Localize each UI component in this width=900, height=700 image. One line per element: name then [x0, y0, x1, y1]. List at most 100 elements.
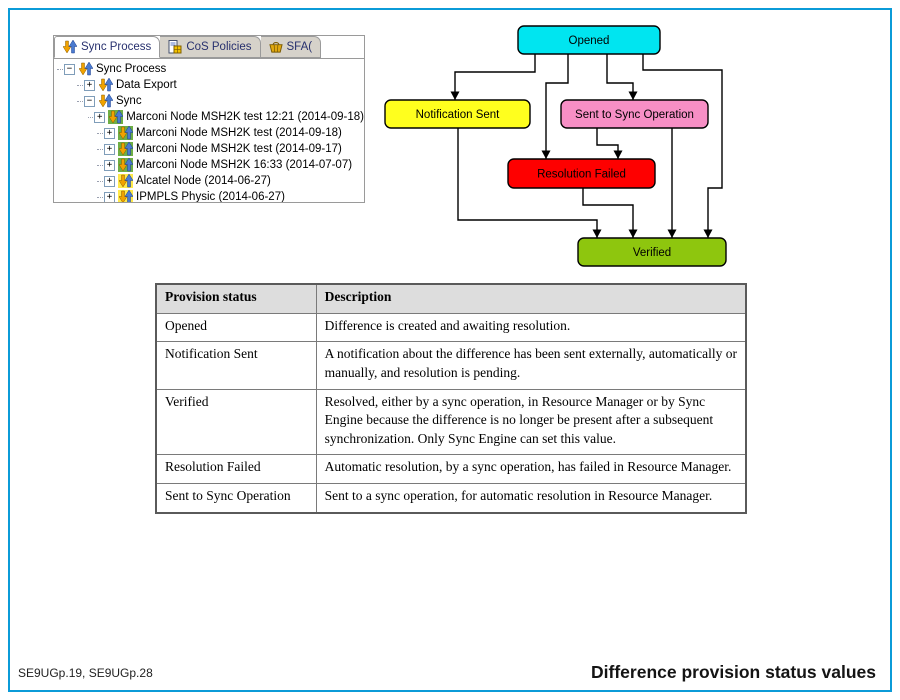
tab-sync-process[interactable]: Sync Process	[54, 36, 161, 58]
tree-node-marconi-node-msh2k-16-33-2014-07-07[interactable]: +Marconi Node MSH2K 16:33 (2014-07-07)	[57, 157, 364, 173]
sync-arrows-icon	[98, 94, 113, 108]
state-box	[577, 237, 727, 267]
tree-node-data-export[interactable]: +Data Export	[57, 77, 364, 93]
state-box	[384, 99, 531, 129]
sync-process-tree: −Sync Process+Data Export−Sync+Marconi N…	[54, 59, 364, 203]
sync-arrows-icon	[118, 142, 133, 156]
edge-resolution-failed-to-verified	[582, 188, 634, 238]
status-cell: Notification Sent	[155, 341, 317, 390]
tree-node-marconi-node-msh2k-test-2014-09-18[interactable]: + Marconi Node MSH2K test (2014-09-18)	[57, 125, 364, 141]
expand-toggle-icon[interactable]: +	[104, 191, 115, 202]
tree-indent	[57, 149, 97, 150]
tree-connector	[97, 132, 103, 134]
sync-arrows-icon	[108, 110, 124, 124]
tree-connector	[77, 84, 83, 86]
state-sent-to-sync-operation: Sent to Sync Operation	[560, 99, 709, 129]
description-cell: Automatic resolution, by a sync operatio…	[315, 454, 747, 484]
state-verified: Verified	[577, 237, 727, 267]
tree-indent	[57, 101, 77, 102]
tree-node-marconi-node-msh2k-test-12-21-2014-09-18[interactable]: +Marconi Node MSH2K test 12:21 (2014-09-…	[57, 109, 364, 125]
status-cell: Resolution Failed	[155, 454, 317, 484]
expand-toggle-icon[interactable]: +	[84, 79, 95, 91]
tree-connector	[88, 116, 94, 118]
state-resolution-failed: Resolution Failed	[507, 158, 656, 189]
page-title: Difference provision status values	[591, 662, 876, 682]
state-box	[507, 158, 656, 189]
description-cell: Sent to a sync operation, for automatic …	[315, 482, 747, 514]
tree-indent	[57, 133, 97, 134]
sync-arrows-icon	[118, 174, 133, 188]
sync-arrows-icon	[118, 158, 133, 172]
sync-arrows-icon	[118, 126, 133, 140]
arrowhead-icon	[667, 229, 677, 238]
collapse-toggle-icon[interactable]: −	[64, 63, 75, 75]
footer-reference: SE9UGp.19, SE9UGp.28	[18, 666, 153, 680]
tree-node-sync[interactable]: − Sync	[57, 93, 364, 109]
edge-opened-to-sent-to-sync-operation	[606, 54, 634, 100]
arrowhead-icon	[613, 150, 623, 159]
tree-connector	[97, 164, 103, 166]
edge-sent-to-sync-operation-to-resolution-failed	[596, 128, 619, 159]
status-cell: Opened	[155, 312, 317, 343]
expand-toggle-icon[interactable]: +	[104, 175, 115, 187]
edge-opened-to-resolution-failed	[545, 54, 569, 159]
sync-arrows-icon	[63, 40, 77, 54]
expand-toggle-icon[interactable]: +	[104, 127, 115, 139]
arrowhead-icon	[592, 229, 602, 238]
tab-label: CoS Policies	[186, 41, 252, 53]
tree-connector	[97, 196, 103, 198]
tree-connector	[77, 100, 83, 102]
state-label: Opened	[569, 35, 610, 47]
edge-notification-sent-to-verified	[457, 128, 598, 238]
tree-node-label: Marconi Node MSH2K test (2014-09-18)	[136, 127, 342, 139]
state-label: Verified	[633, 247, 671, 259]
tree-connector	[97, 148, 103, 150]
tree-node-ipmpls-physic-2014-06-27[interactable]: + IPMPLS Physic (2014-06-27)	[57, 189, 364, 203]
tree-indent	[57, 117, 88, 118]
state-label: Resolution Failed	[537, 169, 626, 181]
policies-doc-icon	[168, 40, 182, 54]
description-cell: A notification about the difference has …	[315, 341, 747, 390]
state-notification-sent: Notification Sent	[384, 99, 531, 129]
tree-node-alcatel-node-2014-06-27[interactable]: +Alcatel Node (2014-06-27)	[57, 173, 364, 189]
tree-node-marconi-node-msh2k-test-2014-09-17[interactable]: + Marconi Node MSH2K test (2014-09-17)	[57, 141, 364, 157]
tab-strip: Sync Process CoS Policies SFA(	[54, 36, 364, 59]
status-cell: Sent to Sync Operation	[155, 482, 317, 514]
expand-toggle-icon[interactable]: +	[94, 111, 106, 123]
collapse-toggle-icon[interactable]: −	[84, 95, 95, 107]
arrowhead-icon	[703, 229, 713, 238]
arrowhead-icon	[628, 91, 638, 100]
arrowhead-icon	[628, 229, 638, 238]
state-box	[560, 99, 709, 129]
basket-icon	[268, 40, 283, 54]
expand-toggle-icon[interactable]: +	[104, 159, 115, 171]
tab-sfa[interactable]: SFA(	[260, 36, 322, 58]
status-cell: Verified	[155, 388, 317, 456]
tree-node-label: Marconi Node MSH2K test (2014-09-17)	[136, 143, 342, 155]
state-box	[517, 25, 661, 55]
tree-connector	[97, 180, 103, 182]
tree-node-label: Sync	[116, 95, 142, 107]
tree-connector	[57, 68, 63, 70]
tree-node-label: IPMPLS Physic (2014-06-27)	[136, 191, 285, 203]
arrowhead-icon	[541, 150, 551, 159]
tab-label: Sync Process	[81, 41, 152, 53]
tab-cos-policies[interactable]: CoS Policies	[160, 36, 261, 58]
tree-indent	[57, 181, 97, 182]
state-label: Notification Sent	[416, 109, 501, 121]
description-cell: Difference is created and awaiting resol…	[315, 312, 747, 343]
tree-indent	[57, 197, 97, 198]
state-opened: Opened	[517, 25, 661, 55]
edge-opened-to-notification-sent	[454, 54, 536, 100]
expand-toggle-icon[interactable]: +	[104, 143, 115, 155]
tree-node-sync-process[interactable]: −Sync Process	[57, 61, 364, 77]
